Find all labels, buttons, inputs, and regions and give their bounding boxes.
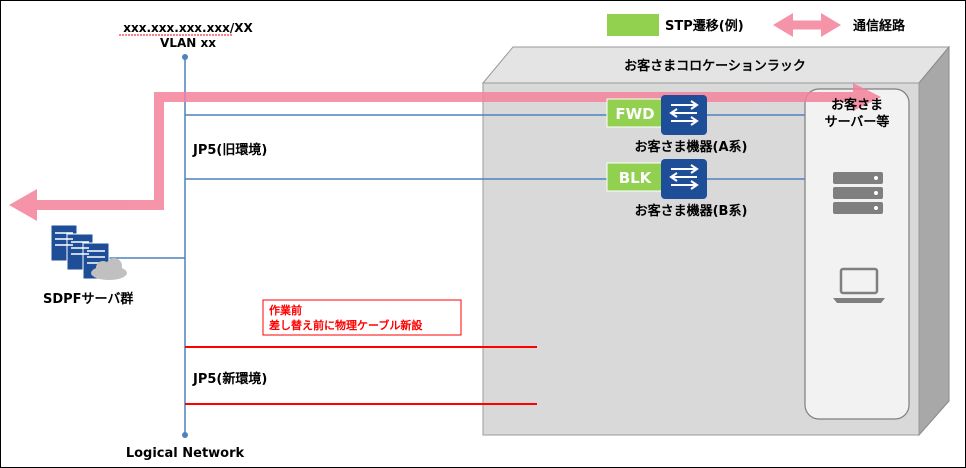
device-b-label: お客さま機器(B系) [635,203,748,219]
communication-path-arrow [9,83,881,221]
device-a-label: お客さま機器(A系) [635,139,748,155]
network-top-node [182,54,188,60]
legend: STP遷移(例) 通信経路 [607,13,906,37]
legend-path-arrow [773,13,841,37]
customer-server-panel [804,88,910,420]
laptop-icon [833,267,885,303]
work-note-line2: 差し替え前に物理ケーブル新設 [269,318,423,332]
device-b-state: BLK [619,169,653,187]
jp5-old-label: JP5(旧環境) [192,142,267,158]
customer-server-label-2: サーバー等 [825,114,890,130]
switch-icon [661,95,707,135]
rack-title: お客さまコロケーションラック [624,58,806,74]
jp5-new-label: JP5(新環境) [192,371,267,387]
work-note: 作業前 差し替え前に物理ケーブル新設 [262,299,462,336]
logical-network-label: Logical Network [126,446,245,461]
network-address: xxx.xxx.xxx.xxx/XX [123,21,253,35]
sdpf-server-group-icon [50,224,127,280]
sdpf-label: SDPFサーバ群 [43,291,133,307]
device-b: BLK お客さま機器(B系) [606,159,748,219]
legend-path-label: 通信経路 [853,18,906,34]
switch-icon [661,159,707,199]
rack-server-icon [833,172,883,214]
legend-stp-swatch [607,14,659,36]
vlan-label: VLAN xx [160,36,216,50]
stp-state-blk [606,162,664,192]
network-bottom-node [182,432,188,438]
stp-state-fwd [606,98,664,128]
work-note-line1: 作業前 [269,303,302,317]
customer-server-label-1: お客さま [831,97,883,113]
device-a: FWD お客さま機器(A系) [606,95,748,155]
device-a-state: FWD [615,105,654,123]
legend-stp-label: STP遷移(例) [665,18,744,34]
